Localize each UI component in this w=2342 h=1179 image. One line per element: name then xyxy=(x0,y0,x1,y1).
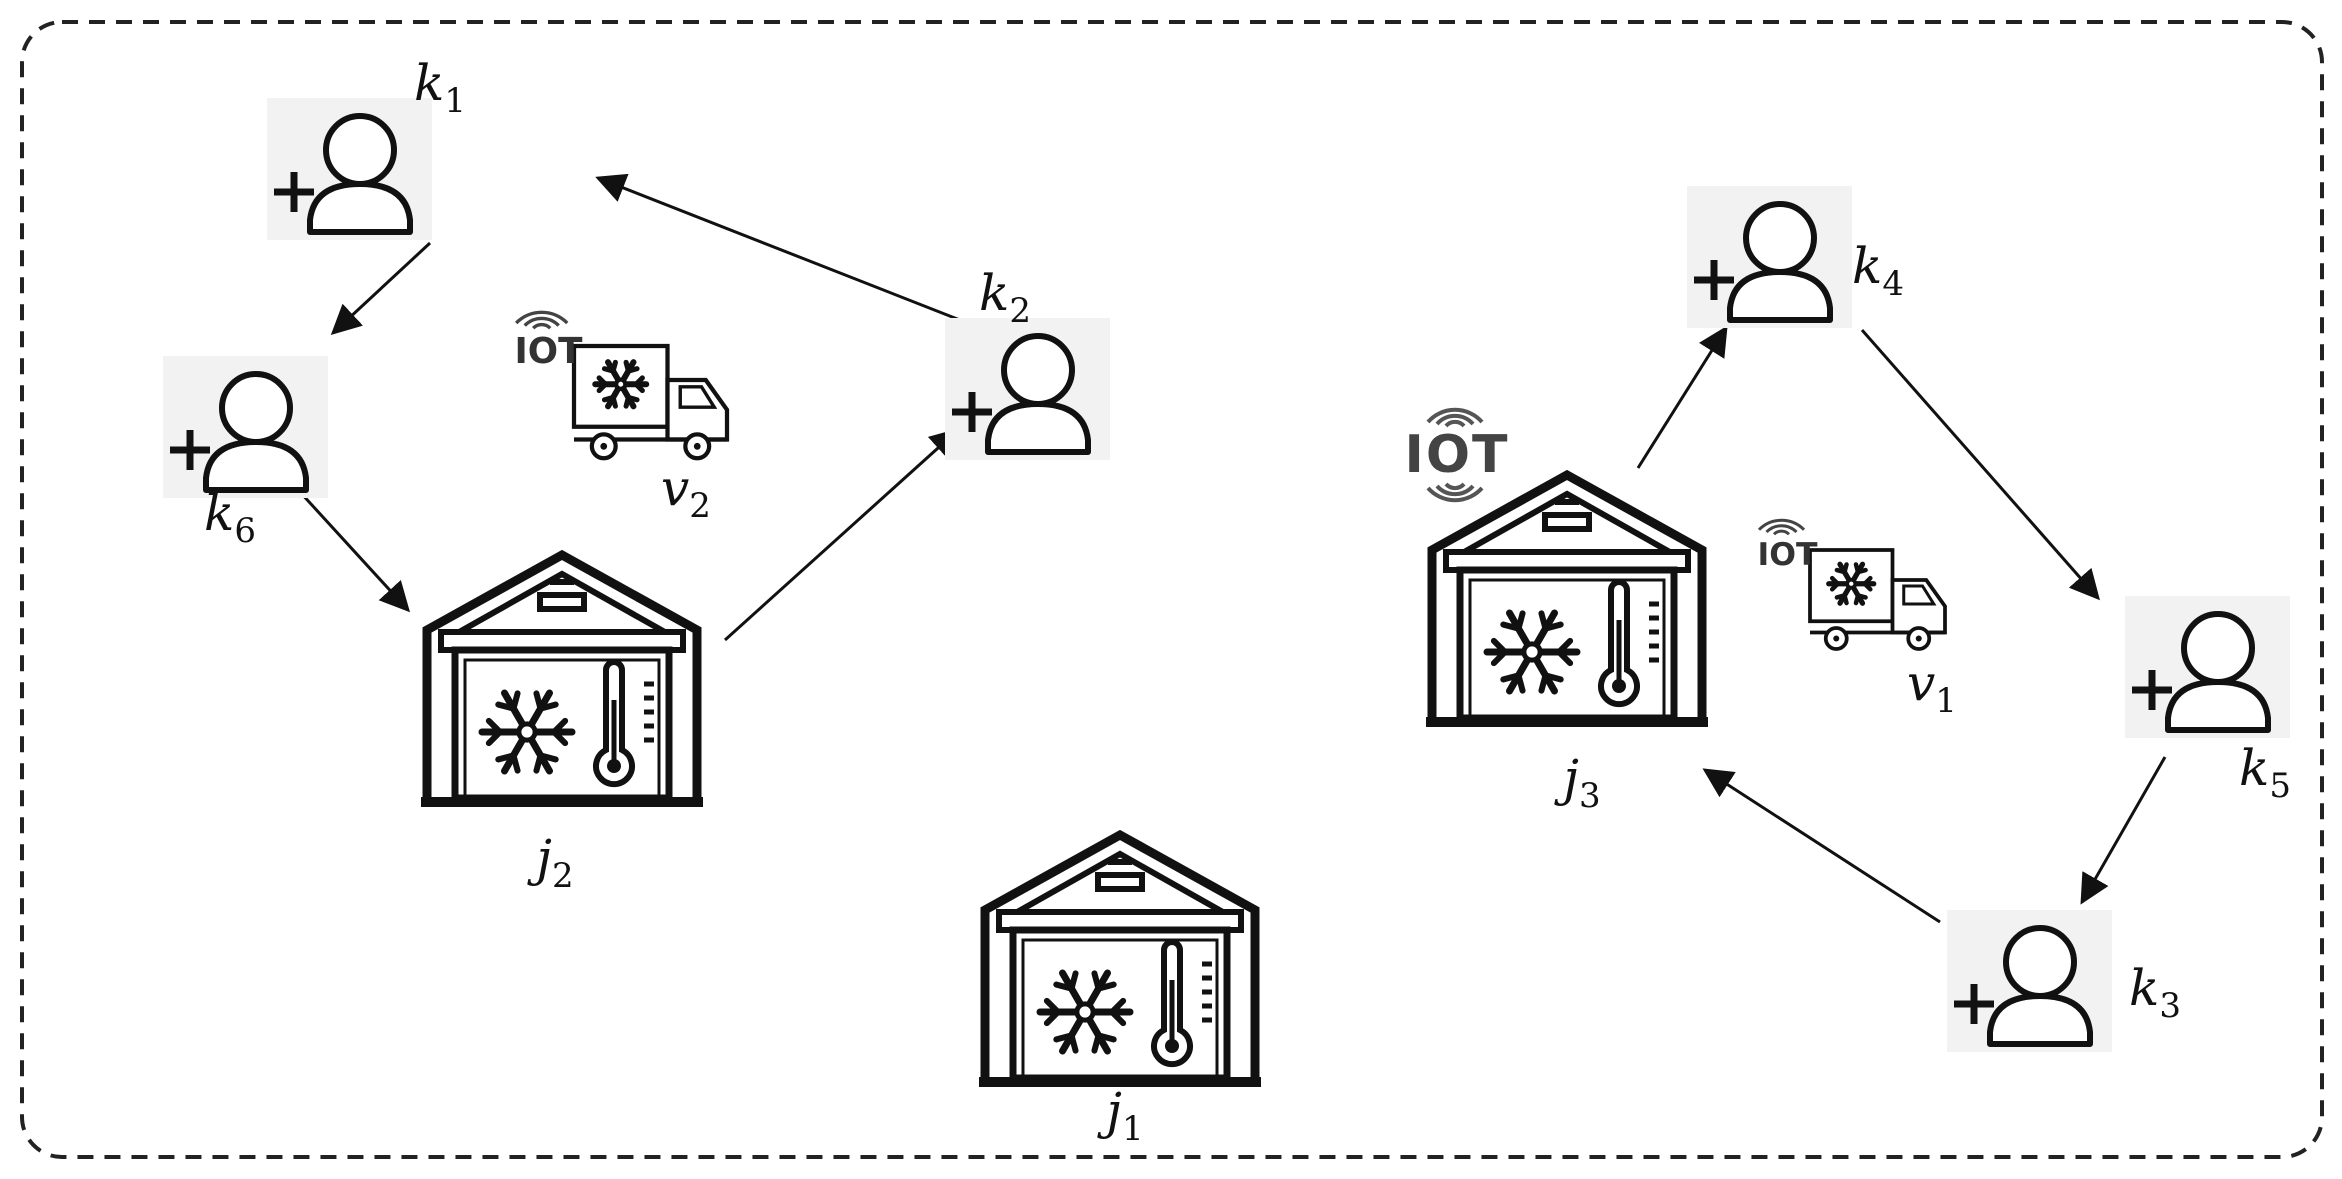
refrigerated-truck-icon: IOT xyxy=(515,310,730,461)
route-arrow-k6-j2 xyxy=(298,490,411,613)
customer-k5: k5 xyxy=(2125,596,2291,806)
plus-icon xyxy=(274,172,314,212)
vehicle-v2: IOT v2 xyxy=(515,310,730,526)
refrigerated-truck-icon: IOT xyxy=(1758,518,1947,651)
plus-icon xyxy=(952,392,992,432)
customer-k6: k6 xyxy=(163,356,328,551)
plus-icon xyxy=(2132,670,2172,710)
vehicle-label-v2: v2 xyxy=(661,459,711,526)
route-arrow-k2-k1 xyxy=(595,173,966,324)
snowflake-icon xyxy=(1483,609,1581,695)
boundary-frame xyxy=(20,20,2324,1159)
customer-nodes: k1 k2 k3 k4 k5 k6 xyxy=(163,54,2291,1052)
person-head xyxy=(2003,925,2077,999)
customer-label-k3: k3 xyxy=(2129,959,2181,1026)
route-arrow-k4-k5 xyxy=(1860,329,2100,601)
route-arrow-j3-k4 xyxy=(1636,325,1728,469)
warehouse-label-j2: j2 xyxy=(526,829,573,896)
warehouse-j1: j1 xyxy=(979,829,1261,1149)
iot-icon: IOT xyxy=(515,331,584,372)
iot-icon: IOT xyxy=(1758,537,1818,573)
customer-label-k1: k1 xyxy=(414,54,466,121)
warehouse-j3: j3 IOT xyxy=(1404,407,1708,816)
plus-icon xyxy=(1694,260,1734,300)
vehicle-v1: IOT v1 xyxy=(1758,518,1957,721)
snowflake-icon xyxy=(1826,561,1877,606)
person-head xyxy=(2181,611,2255,685)
customer-label-k4: k4 xyxy=(1852,237,1904,304)
person-body xyxy=(1987,993,2093,1047)
route-arrow-k1-k6 xyxy=(330,241,432,336)
customer-k4: k4 xyxy=(1687,186,1904,328)
route-arrows xyxy=(298,173,2167,924)
person-body xyxy=(1727,269,1833,323)
customer-label-k2: k2 xyxy=(979,264,1031,331)
svg-text:IOT: IOT xyxy=(1404,425,1509,485)
snowflake-icon xyxy=(592,359,650,410)
route-arrow-j2-k2 xyxy=(723,427,961,642)
vehicle-label-v1: v1 xyxy=(1907,654,1957,721)
customer-label-k6: k6 xyxy=(204,484,256,551)
customer-k1: k1 xyxy=(267,54,466,240)
person-head xyxy=(323,113,397,187)
route-arrow-k3-j3 xyxy=(1702,768,1941,924)
plus-icon xyxy=(1954,984,1994,1024)
person-body xyxy=(2165,679,2271,733)
iot-icon: IOT xyxy=(1404,407,1509,503)
person-head xyxy=(1743,201,1817,275)
snowflake-icon xyxy=(1036,969,1134,1055)
person-body xyxy=(203,439,309,493)
customer-label-k5: k5 xyxy=(2239,739,2291,806)
snowflake-icon xyxy=(478,689,576,775)
warehouse-label-j1: j1 xyxy=(1096,1082,1143,1149)
person-head xyxy=(219,371,293,445)
route-arrow-k5-k3 xyxy=(2080,756,2167,905)
warehouse-nodes: j1 j2 j3 IOT xyxy=(421,407,1708,1149)
plus-icon xyxy=(170,430,210,470)
person-head xyxy=(1001,333,1075,407)
person-body xyxy=(307,181,413,235)
customer-k2: k2 xyxy=(945,264,1110,460)
customer-k3: k3 xyxy=(1947,910,2181,1052)
warehouse-label-j3: j3 xyxy=(1553,749,1600,816)
warehouse-j2: j2 xyxy=(421,549,703,896)
vehicle-nodes: IOT v1 IOT v2 xyxy=(515,310,1957,721)
person-body xyxy=(985,401,1091,455)
